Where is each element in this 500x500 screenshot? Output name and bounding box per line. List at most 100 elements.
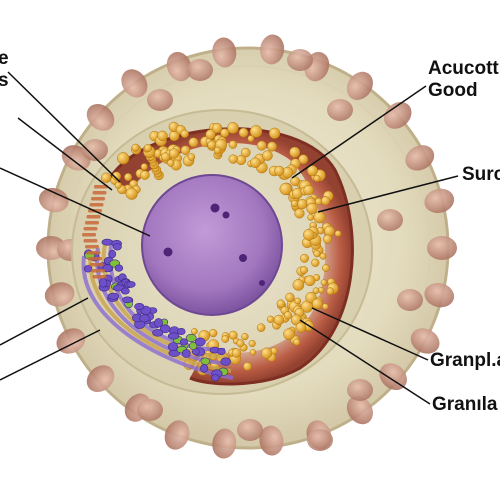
granule <box>240 147 251 158</box>
er-vesicle <box>200 357 211 365</box>
cytoplasm-vesicle <box>287 49 313 71</box>
er-vesicle <box>120 287 130 295</box>
membrane-bump <box>166 51 192 82</box>
membrane-bump <box>405 145 435 171</box>
er-vesicle <box>101 238 113 246</box>
er-vesicle <box>139 314 150 323</box>
granule <box>161 152 171 162</box>
granule <box>228 154 238 164</box>
leader-line <box>291 85 427 179</box>
label-top-left: e s <box>0 48 9 92</box>
granule <box>231 348 242 358</box>
er-vesicle <box>108 249 117 259</box>
granule <box>300 266 308 275</box>
granule <box>220 128 230 138</box>
granule <box>283 311 293 320</box>
membrane-bump <box>346 71 373 100</box>
label-right-2: Surc <box>462 164 500 185</box>
granule <box>188 137 199 148</box>
granule <box>168 148 180 159</box>
er-vesicle <box>200 364 209 373</box>
granule <box>227 122 239 134</box>
granule <box>256 140 267 151</box>
granule <box>140 170 150 180</box>
granule <box>290 199 299 208</box>
leader-line <box>317 175 459 213</box>
membrane-bump <box>56 328 86 354</box>
granule <box>228 140 238 149</box>
granule <box>294 208 305 219</box>
granule <box>125 187 138 200</box>
er-vesicle <box>185 333 197 343</box>
granule <box>322 264 330 272</box>
er-vesicle <box>152 328 164 337</box>
leader-line <box>0 297 89 346</box>
er-vesicle <box>167 332 180 340</box>
nucleolus-dot <box>222 211 230 219</box>
membrane-bump <box>86 365 115 393</box>
red-layer <box>108 127 354 386</box>
granule <box>273 314 285 326</box>
leader-lines <box>0 71 459 405</box>
granule <box>124 173 133 182</box>
er-vesicle <box>211 374 220 382</box>
leader-line <box>299 319 431 405</box>
er-vesicle <box>195 337 206 347</box>
granule <box>266 315 275 323</box>
er-vesicle <box>122 296 133 304</box>
granule <box>297 198 308 210</box>
membrane-bump <box>44 282 75 307</box>
rod-organelle <box>94 185 108 189</box>
rod-organelle <box>85 245 99 249</box>
leader-line <box>0 167 151 237</box>
granule <box>324 225 335 237</box>
er-vesicle <box>112 243 122 251</box>
membrane-bump <box>212 37 237 68</box>
membrane-bump <box>121 69 148 98</box>
granule <box>180 129 189 138</box>
granule <box>114 181 122 189</box>
cytoplasm-vesicle <box>327 99 353 121</box>
membrane-bumps <box>36 34 457 459</box>
cytoplasm-vesicle <box>147 89 173 111</box>
membrane-bump <box>259 425 284 456</box>
granule <box>334 230 342 237</box>
granule <box>314 197 323 206</box>
rod-organelle <box>91 269 105 273</box>
er-vesicle <box>217 347 226 355</box>
cytoplasm-vesicle <box>137 399 163 421</box>
granule <box>267 141 277 152</box>
granule <box>300 253 309 263</box>
er-vesicle <box>126 281 136 288</box>
er-vesicle <box>154 318 163 328</box>
granule <box>279 182 292 196</box>
granule <box>157 130 168 142</box>
rod-organelle <box>89 263 104 267</box>
granule <box>289 146 301 158</box>
membrane-bump <box>424 282 455 308</box>
granule <box>180 145 191 155</box>
granule <box>307 214 315 221</box>
granule <box>303 229 315 241</box>
granule <box>276 299 286 308</box>
nucleolus-dot <box>239 254 247 262</box>
label-right-4: Granıla <box>432 394 498 415</box>
membrane-bump <box>164 420 190 450</box>
granule <box>256 323 266 332</box>
er-stack <box>81 185 234 382</box>
membrane-bump <box>86 103 115 131</box>
granule <box>131 143 140 152</box>
granule <box>320 279 328 286</box>
granule <box>221 335 230 343</box>
rod-organelle <box>85 221 99 225</box>
granule <box>262 150 273 161</box>
cytoplasm-vesicle <box>377 209 403 231</box>
granule <box>143 144 153 153</box>
granule <box>285 292 295 302</box>
rod-organelle <box>92 275 107 279</box>
label-top-left-line2: s <box>0 70 9 91</box>
rod-organelle <box>89 203 104 207</box>
granule <box>260 347 273 359</box>
er-vesicle <box>179 338 188 346</box>
granule <box>211 122 223 134</box>
